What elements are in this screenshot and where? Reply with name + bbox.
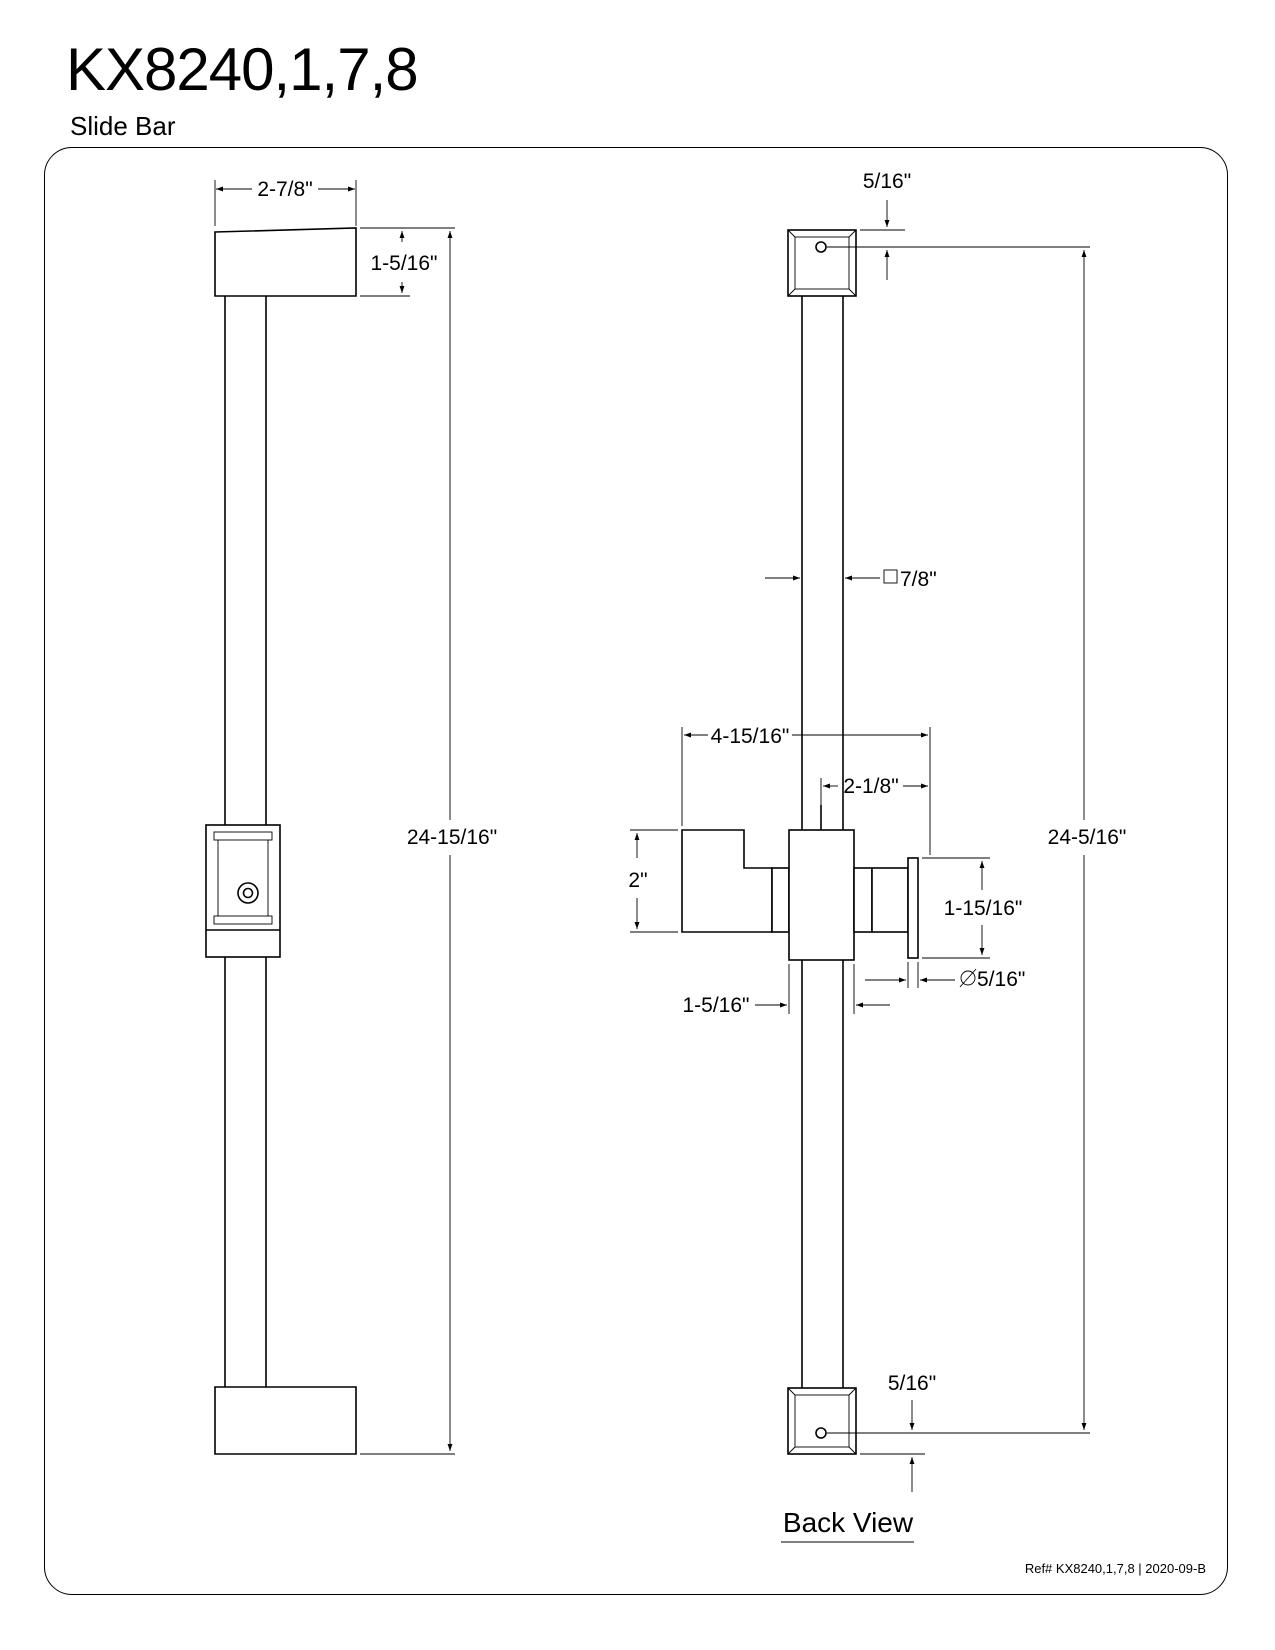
dim-front-width: 2-7/8": [257, 178, 312, 201]
front-view: 2-7/8" 1-5/16" 24-15/16": [205, 178, 497, 1455]
drawing-subtitle: Slide Bar: [70, 111, 176, 141]
dim-hole-spacing: 24-5/16": [1048, 826, 1127, 849]
reference-number: Ref# KX8240,1,7,8 | 2020-09-B: [1025, 1561, 1206, 1576]
dim-front-bracket-height: 1-5/16": [371, 252, 438, 275]
back-holder-assembly: [681, 829, 919, 961]
dim-slider-width: 1-5/16": [683, 994, 750, 1017]
back-view: 5/16" 5/16" 24-5/16" 7/8" 4-15/16" 2-1/8…: [628, 170, 1127, 1543]
back-top-cap: [787, 229, 857, 297]
front-slider: [205, 824, 281, 958]
dim-holder-height: 2": [628, 869, 647, 892]
back-view-label: Back View: [783, 1507, 914, 1538]
back-bottom-cap: [787, 1387, 857, 1455]
dim-holder-width: 4-15/16": [711, 725, 790, 748]
front-slider-body: [205, 824, 281, 958]
dim-top-hole: 5/16": [863, 170, 911, 193]
front-bottom-bracket: [214, 1386, 357, 1455]
dim-cup-diameter: 5/16": [977, 968, 1025, 991]
dim-bottom-hole: 5/16": [888, 1372, 936, 1395]
slider-body: [788, 829, 855, 961]
diameter-symbol-icon: [960, 970, 976, 986]
drawing-title: KX8240,1,7,8: [66, 36, 419, 103]
holder-cup-plate: [907, 857, 919, 959]
holder-arm: [681, 829, 773, 933]
drawing-frame: [44, 147, 1228, 1595]
square-symbol-icon: [883, 569, 898, 584]
top-mount-hole: [815, 241, 827, 253]
bottom-mount-hole: [815, 1427, 827, 1439]
front-set-screw: [237, 882, 259, 904]
dim-cup-height: 1-15/16": [944, 897, 1023, 920]
dim-slider-offset: 2-1/8": [843, 775, 898, 798]
dim-bar-square: 7/8": [900, 568, 937, 591]
front-top-bracket: [214, 227, 357, 297]
dim-front-overall-height: 24-15/16": [407, 826, 497, 849]
